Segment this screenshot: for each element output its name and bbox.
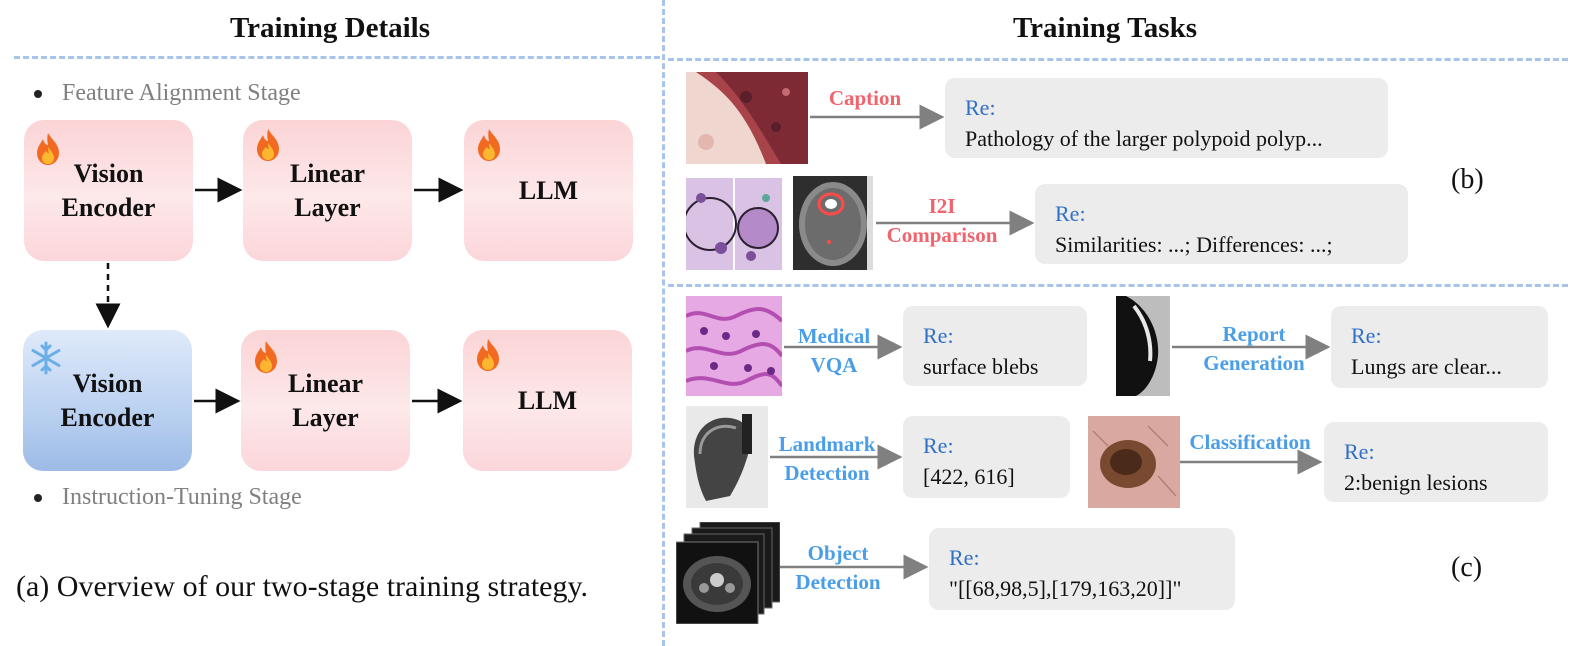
- chest-xray-image: [1116, 296, 1170, 396]
- fire-icon: [472, 338, 504, 378]
- task-label-classification: Classification: [1189, 430, 1311, 454]
- vision-encoder-stage1: Vision Encoder: [24, 120, 193, 261]
- response-report: Re: Lungs are clear...: [1331, 306, 1548, 388]
- skin-lesion-image: [1088, 416, 1180, 508]
- response-classification: Re: 2:benign lesions: [1324, 422, 1548, 502]
- response-landmark: Re: [422, 616]: [903, 416, 1070, 498]
- right-header: Training Tasks: [1012, 12, 1198, 44]
- stage-1-label: Feature Alignment Stage: [34, 80, 301, 107]
- vqa-histology-image: [686, 296, 782, 396]
- task-label-object: Object Detection: [795, 541, 881, 594]
- header-divider-right: [668, 58, 1568, 61]
- left-header: Training Details: [229, 12, 431, 44]
- snowflake-icon: [28, 340, 64, 382]
- fire-icon: [473, 128, 505, 168]
- task-label-landmark: Landmark Detection: [778, 432, 876, 485]
- response-object: Re: "[[68,98,5],[179,163,20]]": [929, 528, 1235, 610]
- task-label-report: Report Generation: [1203, 322, 1305, 375]
- task-label-caption: Caption: [828, 86, 902, 110]
- header-divider-left: [14, 56, 660, 59]
- pathology-image: [686, 72, 808, 164]
- fire-icon: [252, 128, 284, 168]
- task-label-vqa: Medical VQA: [797, 324, 871, 377]
- label-b: (b): [1451, 164, 1484, 195]
- fire-icon: [250, 340, 282, 380]
- histology-pair-image: [686, 178, 782, 270]
- task-label-i2i: I2I Comparison: [886, 194, 998, 247]
- label-c: (c): [1451, 552, 1483, 583]
- ct-stack-image: [676, 522, 780, 624]
- section-divider: [668, 284, 1568, 287]
- response-i2i: Re: Similarities: ...; Differences: ...;: [1035, 184, 1408, 264]
- stage-2-label: Instruction-Tuning Stage: [34, 484, 302, 511]
- figure-caption-a: (a) Overview of our two-stage training s…: [16, 570, 589, 603]
- skull-xray-image: [686, 406, 768, 508]
- ct-scan-image: [793, 176, 873, 270]
- vertical-divider: [662, 0, 665, 646]
- fire-icon: [32, 132, 64, 172]
- response-caption: Re: Pathology of the larger polypoid pol…: [945, 78, 1388, 158]
- response-vqa: Re: surface blebs: [903, 306, 1087, 386]
